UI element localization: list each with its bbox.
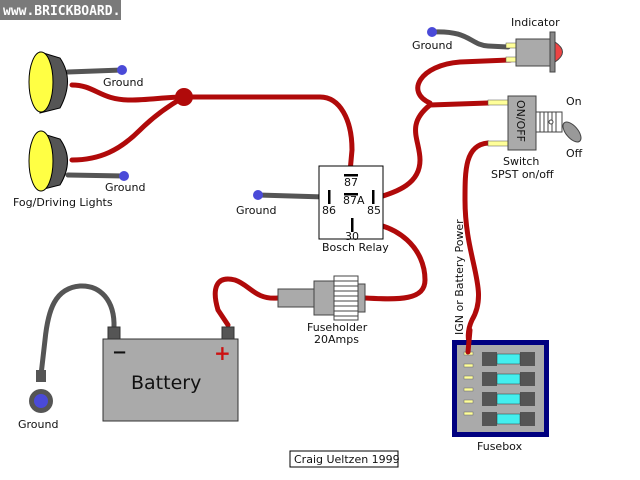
fuseholder-rating: 20Amps bbox=[314, 333, 359, 346]
lamp-lens bbox=[28, 130, 54, 192]
ground-label: Ground bbox=[105, 181, 145, 194]
wire-30-to-fuseholder bbox=[352, 219, 428, 302]
fusebox-terminal bbox=[463, 387, 474, 392]
switch-bushing bbox=[535, 111, 563, 133]
ground-label: Ground bbox=[103, 76, 143, 89]
pin-87-label: 87 bbox=[344, 176, 358, 189]
wire-lower-lamp bbox=[69, 94, 187, 163]
switch-on-label: On bbox=[566, 95, 582, 108]
fog-lights-label: Fog/Driving Lights bbox=[13, 196, 113, 209]
switch-label: Switch bbox=[503, 155, 539, 168]
wire-battery-ground bbox=[38, 283, 117, 378]
ground-terminal-icon bbox=[253, 190, 263, 200]
wire-indicator bbox=[415, 57, 513, 106]
switch-type-label: SPST on/off bbox=[491, 168, 554, 181]
fusebox-label: Fusebox bbox=[477, 440, 523, 453]
pin-30-label: 30 bbox=[345, 230, 359, 243]
switch-off-label: Off bbox=[566, 147, 583, 160]
pin-85-label: 85 bbox=[367, 204, 381, 217]
wires bbox=[38, 29, 513, 378]
battery-ground-terminal bbox=[29, 370, 53, 413]
wire-upper-lamp bbox=[69, 82, 187, 103]
pin-30-contact bbox=[351, 218, 354, 232]
fusebox-terminal bbox=[463, 399, 474, 404]
switch: ON/OFF On Off Switch SPST on/off bbox=[487, 95, 583, 181]
fuse bbox=[482, 372, 535, 386]
wire-upper-lamp-ground bbox=[65, 67, 125, 75]
battery-positive-terminal bbox=[221, 326, 235, 340]
pin-87a-contact bbox=[344, 193, 358, 196]
fusebox: IGN or Battery Power Fusebox bbox=[452, 219, 549, 453]
ground-label: Ground bbox=[236, 204, 276, 217]
pin-85-contact bbox=[372, 190, 375, 204]
ground-terminal-icon bbox=[117, 65, 127, 75]
fusebox-terminal bbox=[463, 375, 474, 380]
fuse-element bbox=[496, 413, 521, 425]
pin-87a-label: 87A bbox=[343, 194, 365, 207]
ground-label: Ground bbox=[18, 418, 58, 431]
indicator: Indicator bbox=[505, 16, 563, 73]
pin-86-label: 86 bbox=[322, 204, 336, 217]
fuseholder-cap bbox=[333, 275, 359, 321]
battery-negative-terminal bbox=[107, 326, 121, 340]
positive-symbol: + bbox=[214, 341, 231, 365]
fuseholder-label: Fuseholder bbox=[307, 321, 368, 334]
negative-symbol: − bbox=[112, 342, 127, 363]
fusebox-terminal bbox=[463, 411, 474, 416]
toggle-lever bbox=[562, 121, 582, 143]
fuse bbox=[482, 412, 535, 426]
relay-label: Bosch Relay bbox=[322, 241, 389, 254]
ground-terminal-icon bbox=[427, 27, 437, 37]
lamp-lens bbox=[28, 51, 54, 113]
switch-body-text: ON/OFF bbox=[514, 100, 527, 142]
wire-relay-ground bbox=[255, 192, 328, 200]
battery-label: Battery bbox=[131, 372, 201, 394]
wire-indicator-ground bbox=[429, 29, 511, 50]
credit-box: Craig Ueltzen 1999 bbox=[289, 450, 400, 468]
pin-86-contact bbox=[328, 190, 331, 204]
fusebox-power-label: IGN or Battery Power bbox=[453, 219, 466, 335]
wire-junction-to-87 bbox=[181, 94, 355, 175]
ground-terminal-icon bbox=[34, 394, 48, 408]
fuseholder: Fuseholder 20Amps bbox=[277, 275, 368, 346]
pin-87-contact bbox=[344, 174, 358, 177]
watermark-text: www.BRICKBOARD.com bbox=[3, 4, 144, 19]
wire-fusebox-feed bbox=[465, 327, 473, 355]
fog-light-lower bbox=[28, 130, 68, 192]
wire-fuseholder-to-battery bbox=[212, 276, 281, 328]
credit-text: Craig Ueltzen 1999 bbox=[294, 453, 400, 466]
wire-lower-lamp-ground bbox=[65, 172, 127, 179]
fog-light-upper bbox=[28, 51, 68, 114]
wire-junction bbox=[175, 88, 193, 106]
wire-85-to-switch bbox=[374, 100, 491, 201]
watermark: www.BRICKBOARD.com bbox=[0, 0, 144, 20]
indicator-label: Indicator bbox=[511, 16, 560, 29]
fuse-element bbox=[496, 393, 521, 405]
ground-label: Ground bbox=[412, 39, 452, 52]
indicator-lens bbox=[554, 41, 563, 63]
fuse-element bbox=[496, 373, 521, 385]
relay: 87 87A 86 85 30 Bosch Relay bbox=[318, 165, 389, 254]
wire-switch-to-fusebox bbox=[462, 140, 491, 353]
battery: − + Battery bbox=[102, 326, 239, 422]
fuse bbox=[482, 352, 535, 366]
fuse-element bbox=[496, 353, 521, 365]
fuse bbox=[482, 392, 535, 406]
fusebox-terminal bbox=[463, 363, 474, 368]
ground-terminal-icon bbox=[119, 171, 129, 181]
